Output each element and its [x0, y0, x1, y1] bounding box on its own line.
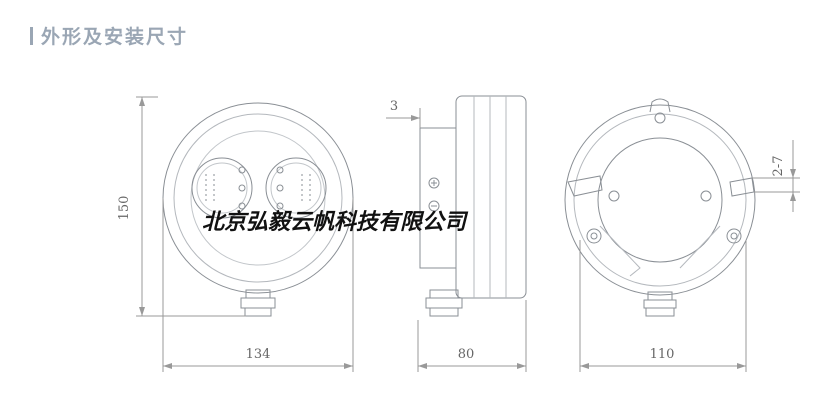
heading-text: 外形及安装尺寸 [41, 26, 189, 48]
side-view [386, 95, 527, 372]
front-height-dimension [136, 96, 246, 317]
heading-bar [30, 27, 33, 45]
back-outer-ring [564, 104, 756, 296]
back-slot-dimension [752, 140, 800, 212]
back-top-lug [649, 98, 671, 113]
front-view [136, 96, 354, 372]
side-offset-dimension [386, 108, 421, 128]
back-right-hole [726, 228, 742, 244]
back-width-dimension [579, 240, 747, 372]
back-inner-ring [573, 113, 747, 287]
side-screw-bottom [428, 200, 440, 212]
back-opening [597, 137, 723, 263]
back-slot-label: 2-7 [771, 156, 786, 177]
front-height-label: 150 [117, 196, 132, 221]
back-cable-gland [643, 291, 677, 317]
front-width-label: 134 [246, 347, 271, 362]
side-cable-gland [425, 289, 463, 317]
back-view [564, 98, 800, 372]
front-terminal-right [265, 157, 327, 219]
side-depth-label: 80 [458, 347, 475, 362]
front-terminal-left [191, 157, 253, 219]
front-width-dimension [162, 198, 354, 372]
back-top-hole [654, 112, 666, 124]
front-cable-gland [240, 289, 276, 317]
side-depth-dimension [417, 300, 527, 372]
back-width-label: 110 [650, 347, 675, 362]
back-left-slot [567, 175, 603, 197]
section-heading: 外形及安装尺寸 [30, 22, 188, 49]
company-watermark: 北京弘毅云帆科技有限公司 [202, 210, 467, 235]
back-right-slot [729, 177, 755, 197]
front-face [190, 130, 326, 266]
back-left-hole [586, 228, 602, 244]
side-offset-label: 3 [390, 99, 398, 114]
side-cover [455, 95, 527, 299]
front-inner-ring [173, 113, 343, 283]
side-screw-top [428, 177, 440, 189]
side-body [419, 127, 457, 269]
